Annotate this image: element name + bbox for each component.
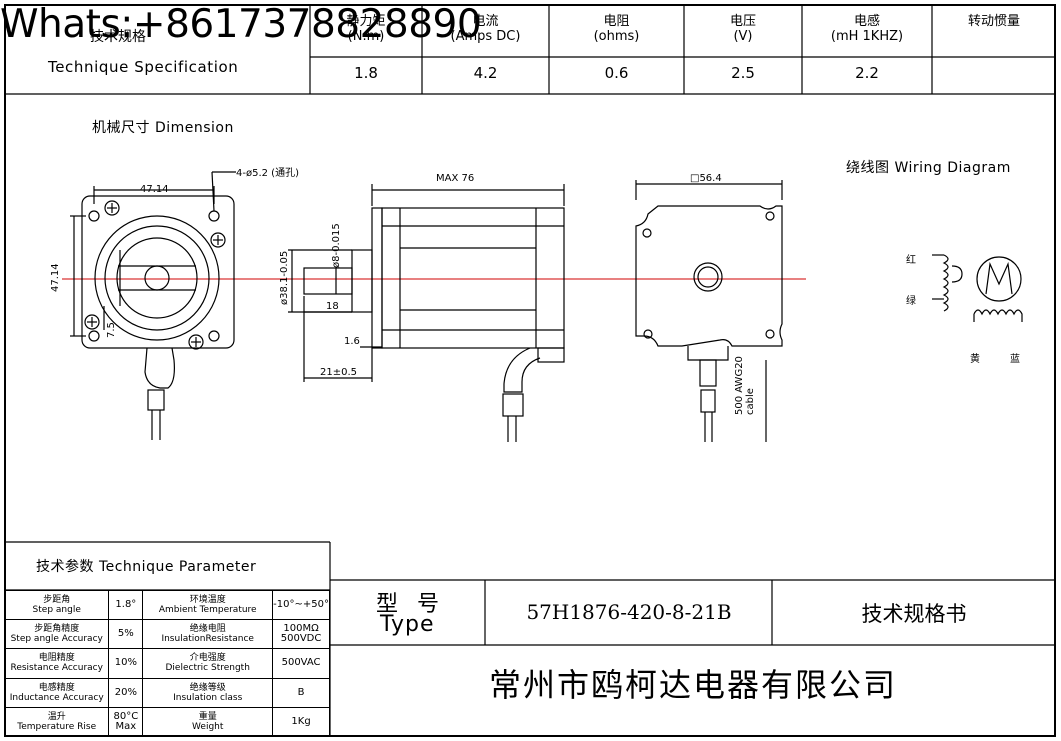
param-key-cn: 电阻精度 xyxy=(38,653,75,664)
dim-shaft-diameter: ø8-0.015 xyxy=(331,223,342,268)
value-resistance: 0.6 xyxy=(604,64,629,82)
param-value: 20% xyxy=(108,677,144,708)
param-value: 10% xyxy=(108,648,144,679)
param-key-en: Weight xyxy=(192,721,224,732)
param-value: 1Kg xyxy=(272,706,330,738)
wiring-diagram xyxy=(932,254,1023,322)
param-key-en: Temperature Rise xyxy=(17,721,97,732)
cable-note: 500 AWG20 cable xyxy=(734,356,756,415)
param-key-en: InsulationResistance xyxy=(161,634,254,645)
param-key-cn: 绝缘电阻 xyxy=(189,624,226,635)
param-key-cn: 环境温度 xyxy=(189,595,226,606)
dim-offset: 7.5 xyxy=(106,322,117,338)
wire-blue: 蓝 xyxy=(1010,354,1020,365)
param-key-en: Step angle Accuracy xyxy=(10,634,103,645)
value-current: 4.2 xyxy=(473,64,498,82)
spec-title-cn: 技术规格 xyxy=(90,29,146,45)
model-number: 57H1876-420-8-21B xyxy=(526,600,732,624)
param-value: 100MΩ 500VDC xyxy=(272,619,330,650)
param-key-en: Step angle xyxy=(32,605,81,616)
dim-flange-thickness: 1.6 xyxy=(344,336,360,347)
param-key-cn: 温升 xyxy=(47,711,66,722)
dim-shaft-total: 21±0.5 xyxy=(320,367,358,378)
wire-green: 绿 xyxy=(906,296,916,307)
doc-title: 技术规格书 xyxy=(861,602,967,626)
param-value: 1.8° xyxy=(108,589,144,621)
param-key-en: Resistance Accuracy xyxy=(10,663,103,674)
header-col-voltage: 电压(V) xyxy=(729,14,756,44)
param-key-cn: 步距角 xyxy=(43,595,71,606)
dim-max-length: MAX 76 xyxy=(436,173,475,184)
wire-yellow: 黄 xyxy=(970,354,980,365)
param-key-cn: 绝缘等级 xyxy=(189,682,226,693)
front-view xyxy=(70,171,236,440)
dimension-title: 机械尺寸 Dimension xyxy=(92,120,234,136)
param-key-en: Insulation class xyxy=(173,692,243,703)
header-col-inductance: 电感(mH 1KHZ) xyxy=(830,14,904,44)
wire-red: 红 xyxy=(906,255,916,266)
param-key-cn: 重量 xyxy=(198,711,217,722)
header-col-torque: 静力矩(N.m) xyxy=(346,14,386,44)
hole-note: 4-ø5.2 (通孔) xyxy=(236,168,299,179)
type-label-en: Type xyxy=(380,612,435,637)
watermark-text: Whats:+8617378828890 xyxy=(0,2,482,47)
value-inductance: 2.2 xyxy=(855,64,879,82)
company-name: 常州市鸥柯达电器有限公司 xyxy=(488,666,897,704)
dim-shaft-length: 18 xyxy=(326,301,339,312)
header-col-inertia: 转动惯量 xyxy=(967,14,1020,29)
params-title: 技术参数 Technique Parameter xyxy=(36,559,257,575)
param-value: 500VAC xyxy=(272,648,330,679)
drawing-sheet xyxy=(4,4,1056,737)
header-col-resistance: 电阻(ohms) xyxy=(593,14,640,44)
type-label-cn: 型 号 xyxy=(376,592,445,617)
side-view xyxy=(288,184,565,442)
rear-view xyxy=(635,180,783,442)
wiring-title: 绕线图 Wiring Diagram xyxy=(846,160,1011,176)
param-value: B xyxy=(272,677,330,708)
param-key-cn: 介电强度 xyxy=(189,653,226,664)
param-value: 80°C Max xyxy=(108,706,144,738)
dim-square: □56.4 xyxy=(690,173,722,184)
dim-width-top: 47.14 xyxy=(140,184,169,195)
dim-width-side: 47.14 xyxy=(50,263,61,292)
param-key-en: Inductance Accuracy xyxy=(9,692,104,703)
param-key-cn: 电感精度 xyxy=(38,682,75,693)
header-col-current: 电流(Amps DC) xyxy=(450,14,521,44)
param-key-cn: 步距角精度 xyxy=(34,624,80,635)
param-key-en: Ambient Temperature xyxy=(158,605,257,616)
param-value: -10°~+50° xyxy=(272,589,330,621)
dim-boss-diameter: ø38.1-0.05 xyxy=(279,250,290,305)
param-key-en: Dielectric Strength xyxy=(165,663,250,674)
value-torque: 1.8 xyxy=(354,64,378,82)
param-value: 5% xyxy=(108,619,144,650)
spec-title-en: Technique Specification xyxy=(48,58,239,76)
value-voltage: 2.5 xyxy=(731,64,755,82)
